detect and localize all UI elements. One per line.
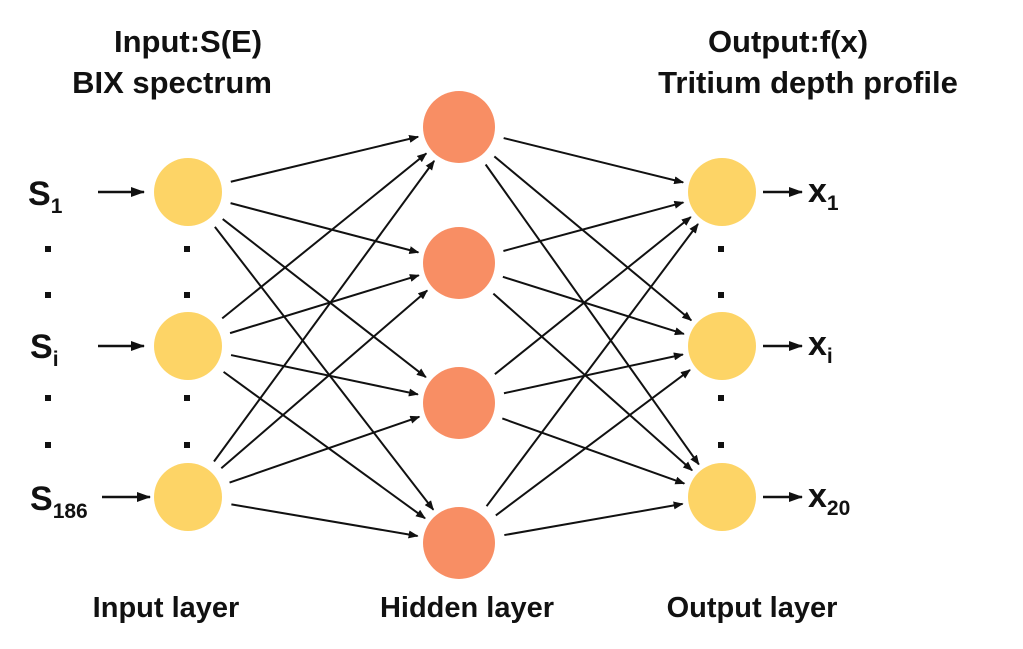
input-node-0	[154, 158, 222, 226]
edge-hidden-0-output-1	[493, 155, 693, 322]
edge-hidden-0-output-2	[484, 163, 700, 466]
input-label-dot-1	[45, 292, 51, 298]
input-node-dot-1	[184, 292, 190, 298]
edge-input-1-hidden-0	[221, 152, 428, 320]
input-node-2	[154, 463, 222, 531]
edge-input-0-hidden-0	[230, 135, 420, 183]
output-node-dot-0	[718, 246, 724, 252]
output-label-1: x1	[808, 172, 839, 215]
edge-hidden-1-output-1	[502, 275, 685, 336]
input-layer-label: Input layer	[93, 592, 240, 624]
edge-input-2-hidden-2	[229, 415, 421, 484]
edge-hidden-0-output-0	[503, 137, 685, 185]
edge-input-1-hidden-3	[223, 371, 426, 520]
input-label-dot-3	[45, 442, 51, 448]
edge-hidden-3-output-2	[504, 501, 684, 537]
output-node-dot-3	[718, 442, 724, 448]
edge-hidden-3-output-0	[485, 223, 699, 507]
input-node-dot-3	[184, 442, 190, 448]
output-label-i: xi	[808, 325, 833, 368]
edge-hidden-1-output-2	[492, 292, 693, 472]
output-node-1	[688, 312, 756, 380]
edge-input-2-hidden-0	[213, 160, 435, 463]
input-subtitle: BIX spectrum	[72, 65, 272, 100]
input-label-i: Si	[30, 328, 59, 371]
ellipsis-dots	[45, 246, 724, 448]
edge-hidden-2-output-0	[494, 216, 692, 375]
svg-text:xi: xi	[808, 325, 833, 368]
hidden-node-3	[423, 507, 495, 579]
edge-input-0-hidden-1	[230, 202, 420, 254]
svg-text:x20: x20	[808, 477, 850, 520]
edge-input-2-hidden-1	[220, 289, 428, 470]
svg-text:x1: x1	[808, 172, 839, 215]
hidden-node-0	[423, 91, 495, 163]
output-node-dot-1	[718, 292, 724, 298]
output-layer-label: Output layer	[667, 592, 838, 624]
edge-input-1-hidden-2	[230, 354, 419, 397]
hidden-node-2	[423, 367, 495, 439]
input-title: Input:S(E)	[114, 24, 262, 59]
output-node-0	[688, 158, 756, 226]
edge-hidden-2-output-1	[503, 352, 684, 395]
svg-text:S186: S186	[30, 480, 88, 523]
svg-text:Si: Si	[30, 328, 59, 371]
output-title: Output:f(x)	[708, 24, 868, 59]
output-subtitle: Tritium depth profile	[658, 65, 958, 100]
hidden-layer-label: Hidden layer	[380, 592, 554, 624]
output-node-dot-2	[718, 395, 724, 401]
edge-input-0-hidden-2	[222, 218, 427, 378]
input-label-dot-0	[45, 246, 51, 252]
input-label-186: S186	[30, 480, 88, 523]
hidden-node-1	[423, 227, 495, 299]
input-node-dot-2	[184, 395, 190, 401]
output-label-20: x20	[808, 477, 850, 520]
edge-input-1-hidden-1	[229, 274, 420, 335]
input-label-dot-2	[45, 395, 51, 401]
input-label-1: S1	[28, 175, 63, 218]
connections	[213, 135, 700, 539]
io-arrows	[98, 187, 803, 502]
edge-hidden-3-output-1	[495, 369, 691, 517]
edge-input-2-hidden-3	[231, 503, 419, 539]
edge-hidden-2-output-2	[501, 417, 686, 485]
edge-input-0-hidden-3	[214, 226, 435, 511]
svg-text:S1: S1	[28, 175, 63, 218]
input-node-dot-0	[184, 246, 190, 252]
output-node-2	[688, 463, 756, 531]
edge-hidden-1-output-0	[503, 200, 685, 252]
input-node-1	[154, 312, 222, 380]
nodes	[154, 91, 756, 579]
